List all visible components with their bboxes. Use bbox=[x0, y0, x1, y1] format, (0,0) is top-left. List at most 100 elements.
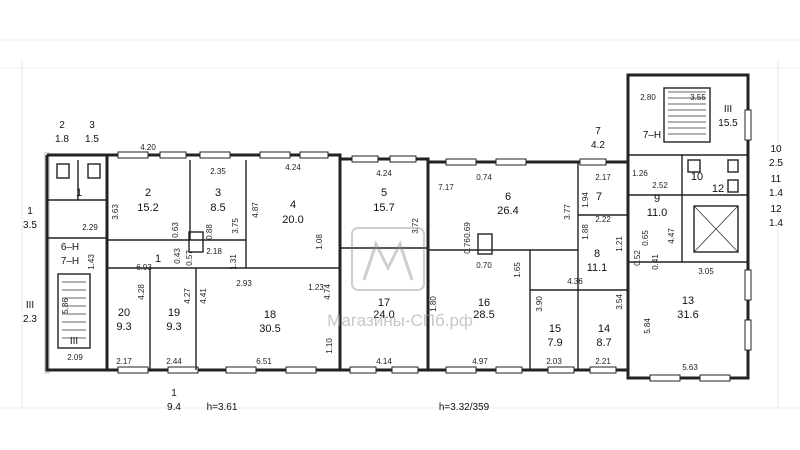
svg-text:4.24: 4.24 bbox=[285, 163, 301, 172]
room-number: 20 bbox=[118, 307, 130, 319]
svg-text:0.65: 0.65 bbox=[641, 230, 650, 246]
svg-text:15.5: 15.5 bbox=[718, 118, 738, 129]
room-number: 16 bbox=[478, 297, 490, 309]
svg-text:6.93: 6.93 bbox=[136, 263, 152, 272]
svg-text:3.63: 3.63 bbox=[111, 204, 120, 220]
svg-text:3.55: 3.55 bbox=[690, 93, 706, 102]
svg-text:1.88: 1.88 bbox=[581, 224, 590, 240]
svg-text:2.93: 2.93 bbox=[236, 279, 252, 288]
room-area: 9.3 bbox=[116, 321, 131, 333]
svg-text:1.08: 1.08 bbox=[315, 234, 324, 250]
svg-text:2.18: 2.18 bbox=[206, 247, 222, 256]
svg-text:4.28: 4.28 bbox=[137, 284, 146, 300]
svg-text:4.97: 4.97 bbox=[472, 357, 488, 366]
room-area: 9.3 bbox=[166, 321, 181, 333]
svg-text:4.14: 4.14 bbox=[376, 357, 392, 366]
stairs bbox=[57, 87, 711, 349]
svg-text:6–Н: 6–Н bbox=[61, 242, 79, 253]
room-area: 24.0 bbox=[373, 309, 394, 321]
room-number: 10 bbox=[691, 171, 703, 183]
room-area: 15.2 bbox=[137, 202, 158, 214]
svg-text:0.41: 0.41 bbox=[651, 254, 660, 270]
svg-text:3.54: 3.54 bbox=[615, 294, 624, 310]
svg-text:1.94: 1.94 bbox=[581, 192, 590, 208]
svg-text:III: III bbox=[70, 336, 78, 347]
windows bbox=[117, 109, 752, 382]
svg-text:0.43: 0.43 bbox=[173, 248, 182, 264]
room-number: 14 bbox=[598, 323, 610, 335]
svg-text:3: 3 bbox=[89, 120, 95, 131]
svg-text:2.44: 2.44 bbox=[166, 357, 182, 366]
room-area: 11.1 bbox=[587, 262, 608, 274]
height-labels: h=3.61 h=3.32/359 bbox=[207, 402, 490, 413]
svg-text:7–Н: 7–Н bbox=[61, 256, 79, 267]
watermark-text: Магазины-СПб.рф bbox=[327, 311, 473, 330]
svg-text:3.90: 3.90 bbox=[535, 296, 544, 312]
svg-text:5.84: 5.84 bbox=[643, 318, 652, 334]
svg-text:3.05: 3.05 bbox=[698, 267, 714, 276]
room-number: 8 bbox=[594, 248, 600, 260]
room-number: 2 bbox=[145, 187, 151, 199]
outer-walls bbox=[44, 73, 750, 380]
stair-labels: 7–Н 6–Н 7–Н III bbox=[61, 130, 661, 347]
svg-text:1.43: 1.43 bbox=[87, 254, 96, 270]
elevator bbox=[693, 205, 739, 253]
svg-text:4.20: 4.20 bbox=[140, 143, 156, 152]
svg-text:1.80: 1.80 bbox=[429, 296, 438, 312]
svg-text:1.4: 1.4 bbox=[769, 188, 783, 199]
room-number: 4 bbox=[290, 199, 296, 211]
svg-text:1: 1 bbox=[171, 388, 177, 399]
fixtures bbox=[56, 159, 739, 255]
svg-text:1.65: 1.65 bbox=[513, 262, 522, 278]
svg-text:4.87: 4.87 bbox=[251, 202, 260, 218]
svg-text:2.17: 2.17 bbox=[116, 357, 132, 366]
svg-text:2: 2 bbox=[59, 120, 65, 131]
room-number: 5 bbox=[381, 187, 387, 199]
dimensions-vertical: 3.63 0.63 0.88 3.75 4.87 1.08 3.72 0.69 … bbox=[61, 192, 676, 354]
svg-text:0.70: 0.70 bbox=[476, 261, 492, 270]
exterior-labels: 2 1.8 3 1.5 1 3.5 III 2.3 1 9.4 7 4.2 10… bbox=[23, 104, 783, 413]
room-labels: 1 2 15.2 3 8.5 4 20.0 5 15.7 6 26.4 7 8 … bbox=[76, 171, 724, 349]
svg-text:4.27: 4.27 bbox=[183, 288, 192, 304]
svg-text:2.09: 2.09 bbox=[67, 353, 83, 362]
svg-text:4.24: 4.24 bbox=[376, 169, 392, 178]
svg-text:1.8: 1.8 bbox=[55, 134, 69, 145]
svg-text:3.77: 3.77 bbox=[563, 204, 572, 220]
svg-text:5.63: 5.63 bbox=[682, 363, 698, 372]
room-number: 18 bbox=[264, 309, 276, 321]
watermark-logo bbox=[351, 227, 425, 291]
room-area: 31.6 bbox=[677, 309, 698, 321]
svg-text:III: III bbox=[724, 104, 732, 115]
svg-text:10: 10 bbox=[770, 144, 782, 155]
svg-text:0.63: 0.63 bbox=[171, 222, 180, 238]
room-number: 6 bbox=[505, 191, 511, 203]
room-number: 12 bbox=[712, 183, 724, 195]
svg-text:1.5: 1.5 bbox=[85, 134, 99, 145]
svg-text:5.86: 5.86 bbox=[61, 298, 70, 314]
svg-text:h=3.61: h=3.61 bbox=[207, 402, 238, 413]
svg-text:4.74: 4.74 bbox=[323, 284, 332, 300]
svg-text:7.17: 7.17 bbox=[438, 183, 454, 192]
svg-text:2.80: 2.80 bbox=[640, 93, 656, 102]
svg-text:0.88: 0.88 bbox=[205, 224, 214, 240]
room-area: 15.7 bbox=[373, 202, 394, 214]
svg-text:3.75: 3.75 bbox=[231, 218, 240, 234]
background-grid bbox=[0, 39, 800, 410]
room-number: 19 bbox=[168, 307, 180, 319]
svg-text:III: III bbox=[26, 300, 34, 311]
room-number: 13 bbox=[682, 295, 694, 307]
room-number: 3 bbox=[215, 187, 221, 199]
room-area: 28.5 bbox=[473, 309, 494, 321]
svg-text:2.17: 2.17 bbox=[595, 173, 611, 182]
svg-text:0.69: 0.69 bbox=[463, 222, 472, 238]
svg-text:2.52: 2.52 bbox=[652, 181, 668, 190]
svg-text:0.76: 0.76 bbox=[463, 238, 472, 254]
room-area: 7.9 bbox=[547, 337, 562, 349]
svg-text:9.4: 9.4 bbox=[167, 402, 181, 413]
room-area: 8.5 bbox=[210, 202, 225, 214]
svg-text:3.72: 3.72 bbox=[411, 218, 420, 234]
room-area: 11.0 bbox=[647, 207, 668, 219]
svg-text:0.52: 0.52 bbox=[633, 250, 642, 266]
svg-text:12: 12 bbox=[770, 204, 782, 215]
